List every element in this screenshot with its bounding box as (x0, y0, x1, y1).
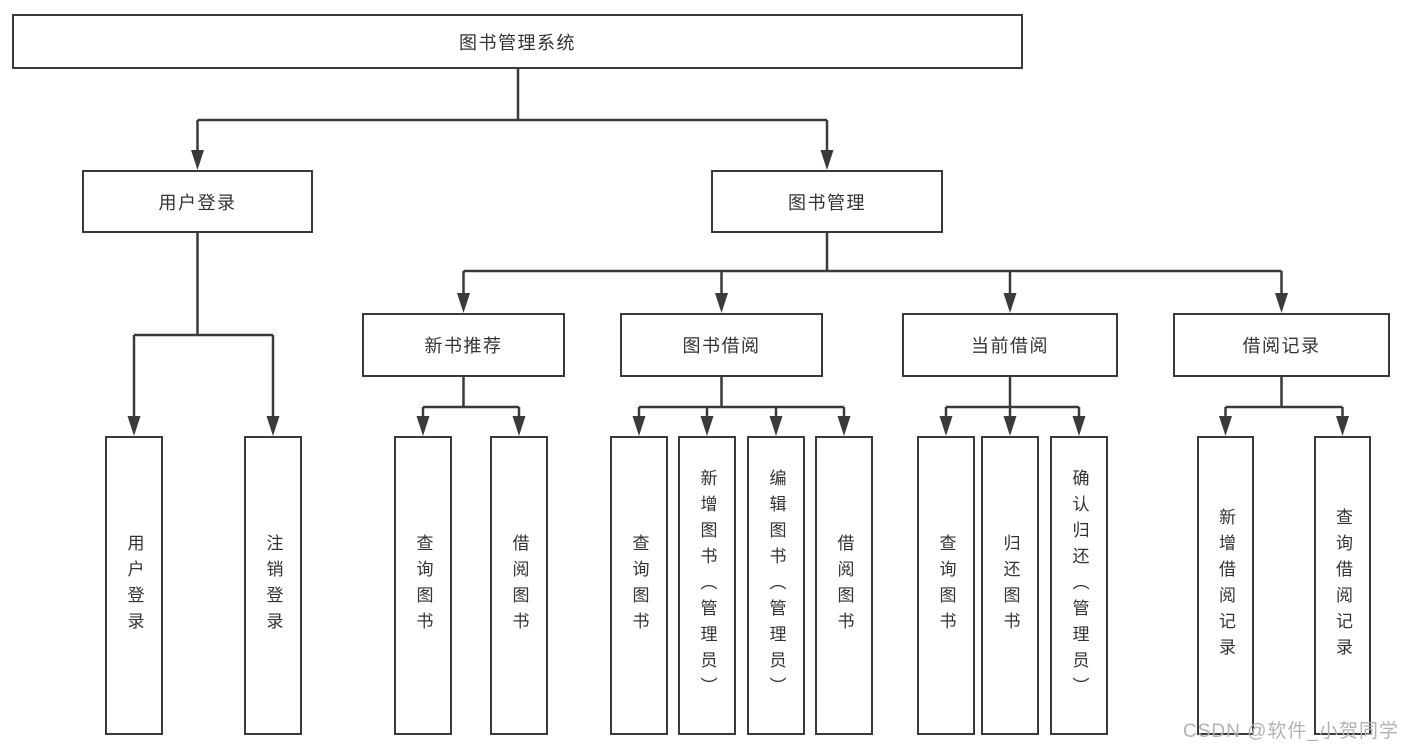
leaf-borrow-book: 借阅图书 (815, 436, 873, 735)
node-book-borrow: 图书借阅 (620, 313, 823, 377)
arrow-down-icon (700, 416, 714, 436)
arrow-down-icon (769, 416, 783, 436)
leaf-edit-book-admin-label: 编辑图书（管理员） (766, 468, 786, 703)
leaf-return-book: 归还图书 (981, 436, 1039, 735)
node-book-mgmt-label: 图书管理 (788, 192, 866, 213)
node-borrow-records: 借阅记录 (1173, 313, 1390, 377)
leaf-borrow-book-label: 借阅图书 (834, 533, 854, 638)
node-root: 图书管理系统 (12, 14, 1023, 69)
node-book-borrow-label: 图书借阅 (682, 336, 761, 356)
leaf-borrow-query-book: 查询图书 (610, 436, 668, 735)
arrow-down-icon (1336, 416, 1349, 436)
arrow-down-icon (416, 416, 430, 436)
arrow-down-icon (191, 150, 204, 170)
edges-new-book-recommend (416, 377, 526, 436)
arrow-down-icon (820, 150, 834, 170)
leaf-recommend-query-book-label: 查询图书 (413, 533, 433, 638)
arrow-down-icon (1072, 416, 1086, 436)
arrow-down-icon (939, 416, 953, 436)
edges-root-to-level2 (191, 69, 834, 170)
arrow-down-icon (632, 416, 646, 436)
node-user-login-label: 用户登录 (158, 192, 237, 213)
leaf-add-book-admin: 新增图书（管理员） (678, 436, 736, 735)
node-root-label: 图书管理系统 (459, 32, 576, 53)
leaf-recommend-borrow-book: 借阅图书 (490, 436, 548, 735)
arrow-down-icon (457, 293, 470, 313)
leaf-logout-label: 注销登录 (263, 533, 283, 638)
edges-book-mgmt-to-level3 (457, 233, 1288, 313)
arrow-down-icon (1003, 416, 1017, 436)
edges-book-borrow (632, 377, 851, 436)
node-borrow-records-label: 借阅记录 (1242, 336, 1321, 356)
leaf-recommend-borrow-book-label: 借阅图书 (509, 533, 529, 638)
arrow-down-icon (837, 416, 851, 436)
leaf-query-borrow-record: 查询借阅记录 (1314, 436, 1371, 735)
leaf-add-borrow-record: 新增借阅记录 (1197, 436, 1254, 735)
edges-current-borrow (939, 377, 1086, 436)
leaf-user-login-label: 用户登录 (124, 533, 144, 638)
leaf-query-borrow-record-label: 查询借阅记录 (1333, 507, 1352, 664)
arrow-down-icon (715, 293, 728, 313)
csdn-watermark: CSDN @软件_小贺同学 (1183, 721, 1399, 742)
leaf-recommend-query-book: 查询图书 (394, 436, 452, 735)
node-current-borrow: 当前借阅 (902, 313, 1118, 377)
leaf-add-book-admin-label: 新增图书（管理员） (697, 468, 717, 703)
arrow-down-icon (266, 416, 280, 436)
leaf-logout: 注销登录 (244, 436, 302, 735)
leaf-current-query-book: 查询图书 (917, 436, 975, 735)
arrow-down-icon (1275, 293, 1288, 313)
arrow-down-icon (512, 416, 526, 436)
arrow-down-icon (127, 416, 141, 436)
leaf-edit-book-admin: 编辑图书（管理员） (747, 436, 805, 735)
arrow-down-icon (1003, 293, 1017, 313)
leaf-return-book-label: 归还图书 (1000, 533, 1020, 638)
leaf-borrow-query-book-label: 查询图书 (629, 533, 649, 638)
leaf-confirm-return-admin-label: 确认归还（管理员） (1069, 468, 1089, 703)
leaf-add-borrow-record-label: 新增借阅记录 (1216, 507, 1235, 664)
node-book-mgmt: 图书管理 (711, 170, 943, 233)
edges-borrow-records (1219, 377, 1349, 436)
arrow-down-icon (1219, 416, 1232, 436)
leaf-user-login: 用户登录 (105, 436, 163, 735)
leaf-confirm-return-admin: 确认归还（管理员） (1050, 436, 1108, 735)
edges-user-login-branch (127, 233, 280, 436)
node-new-book-recommend: 新书推荐 (362, 313, 565, 377)
node-current-borrow-label: 当前借阅 (971, 336, 1049, 356)
leaf-current-query-book-label: 查询图书 (936, 533, 956, 638)
node-new-book-recommend-label: 新书推荐 (424, 336, 503, 356)
node-user-login: 用户登录 (82, 170, 313, 233)
